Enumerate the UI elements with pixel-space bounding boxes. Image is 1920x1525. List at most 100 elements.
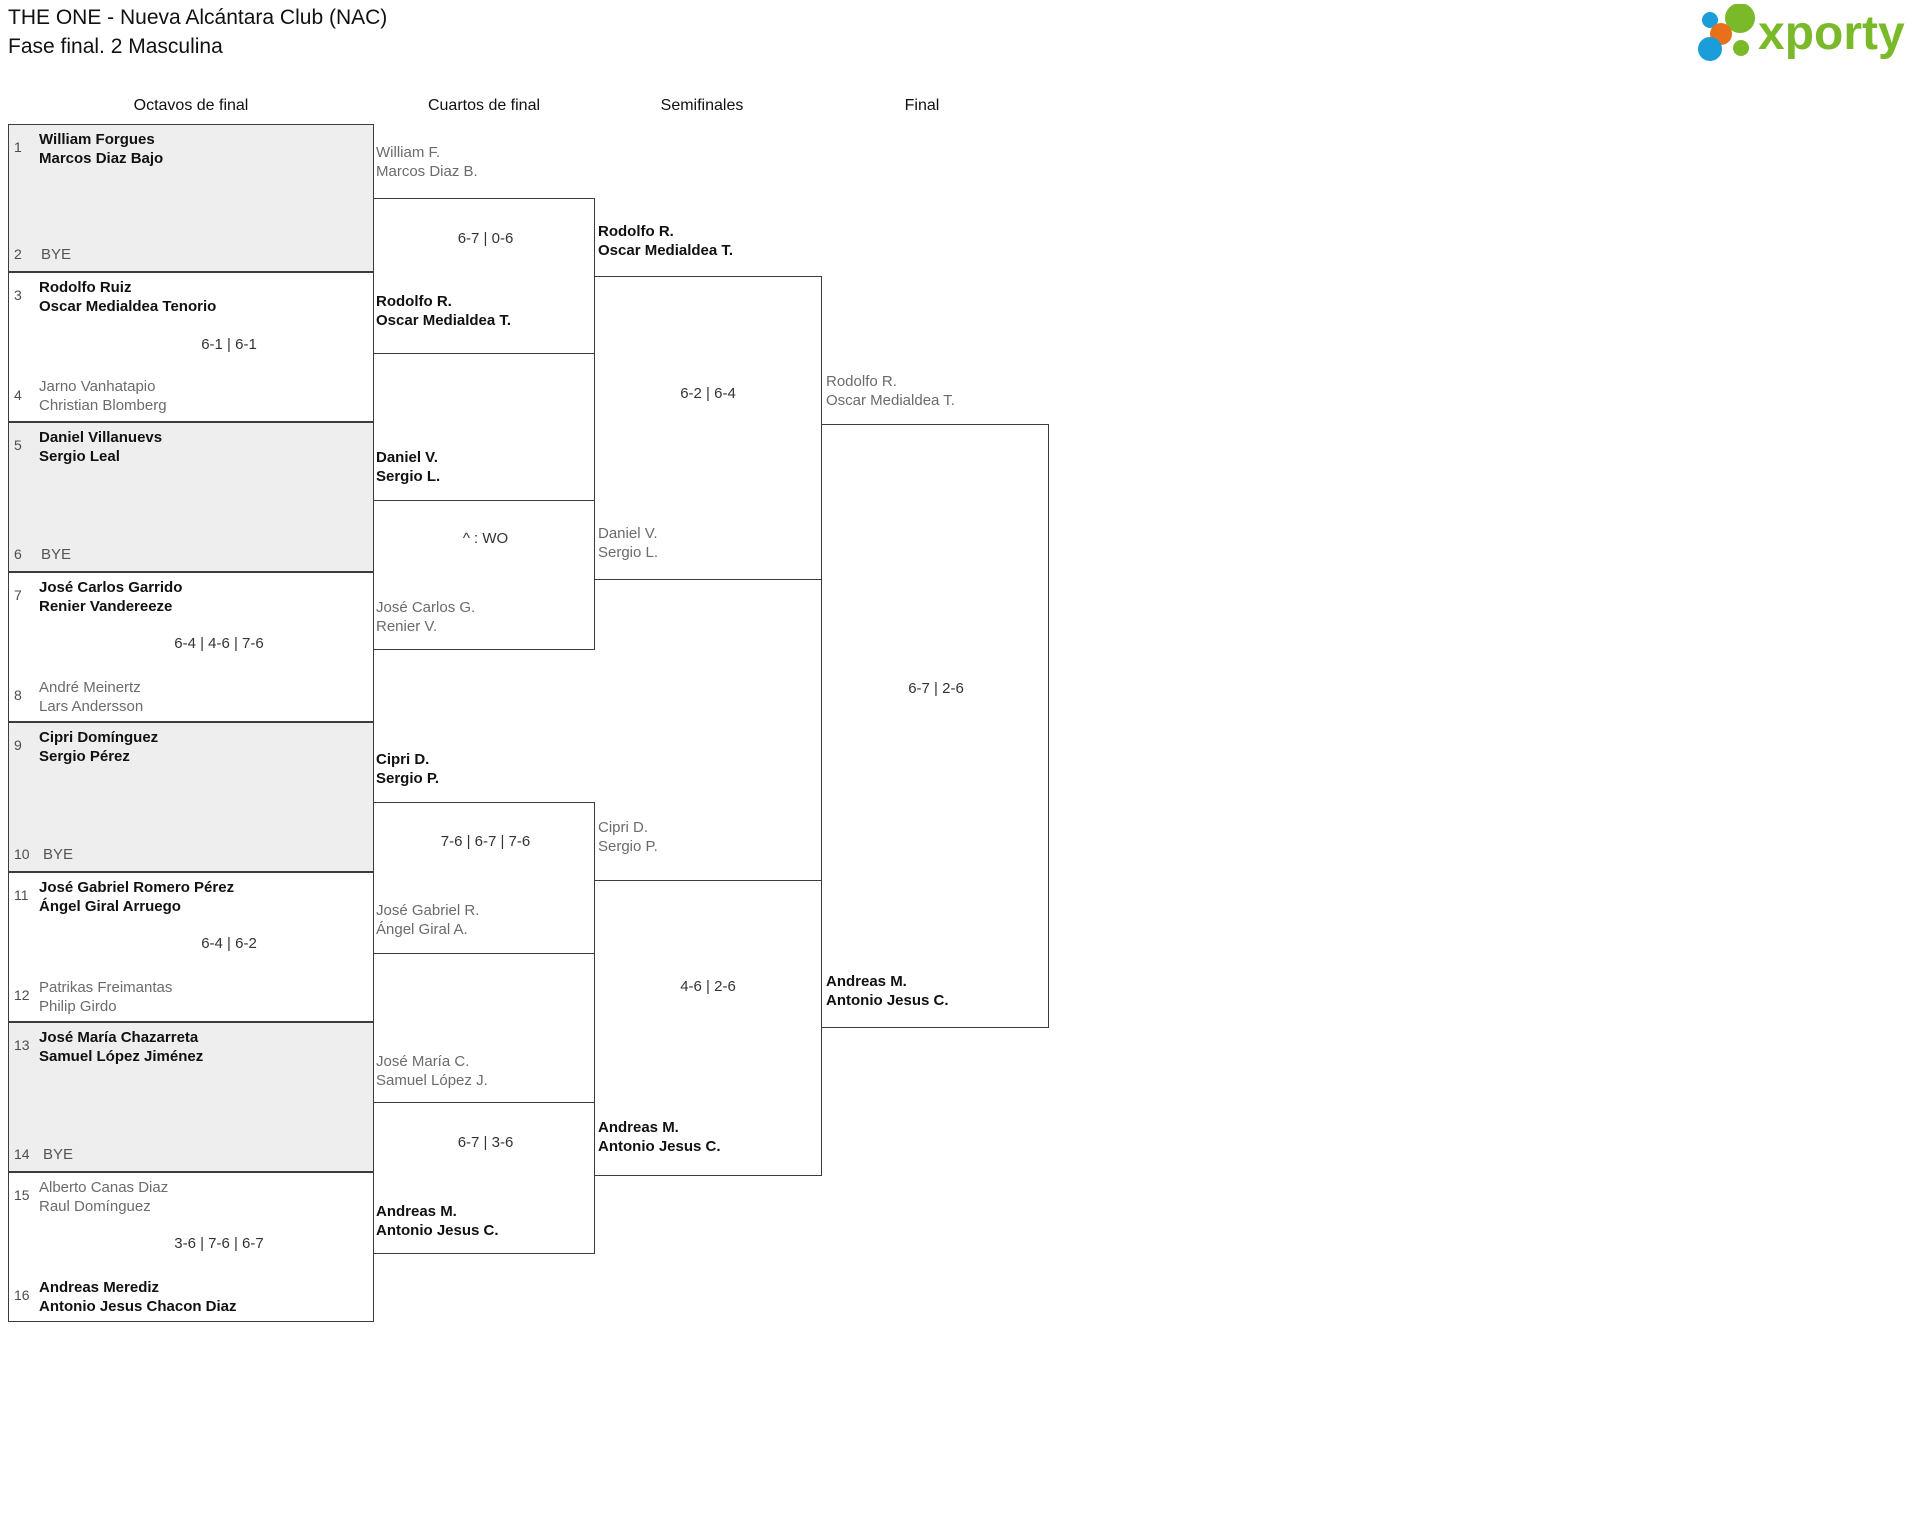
player-name: Antonio Jesus C.	[376, 1222, 499, 1239]
player-name: Rodolfo R.	[826, 373, 897, 390]
player-name: Sergio Leal	[39, 448, 120, 465]
seed-number: 8	[14, 687, 22, 703]
player-name: Rodolfo R.	[598, 223, 674, 240]
player-name: Samuel López J.	[376, 1072, 488, 1089]
xporty-logo-svg: xporty	[1698, 4, 1905, 61]
seed-number: 1	[14, 139, 22, 155]
match-score: 7-6 | 6-7 | 7-6	[440, 833, 531, 850]
r1-match-7[interactable]: 13 José María Chazarreta Samuel López Ji…	[8, 1022, 374, 1172]
seed-number: 11	[14, 887, 29, 903]
player-name: Andreas M.	[376, 1203, 457, 1220]
player-name: Samuel López Jiménez	[39, 1048, 204, 1065]
player-name: Andreas M.	[598, 1119, 679, 1136]
xporty-logo: xporty	[1696, 4, 1906, 62]
logo-dot-green-small	[1733, 40, 1749, 56]
player-name: José Gabriel R.	[376, 902, 480, 919]
seed-number: 4	[14, 387, 22, 403]
player-name: Daniel V.	[598, 525, 658, 542]
bye-label: BYE	[41, 246, 72, 263]
player-name: Oscar Medialdea Tenorio	[39, 298, 217, 315]
round-heading-final: Final	[904, 97, 940, 114]
player-name: José Carlos Garrido	[39, 579, 183, 596]
r1-match-6[interactable]: 11 José Gabriel Romero Pérez Ángel Giral…	[8, 872, 374, 1022]
qf-connector-1	[373, 198, 595, 354]
seed-number: 12	[14, 987, 30, 1003]
champion-name: Andreas M.	[826, 973, 907, 990]
player-name: José María Chazarreta	[39, 1029, 199, 1046]
match-score: 6-2 | 6-4	[680, 385, 736, 402]
match-score: 6-4 | 4-6 | 7-6	[174, 635, 264, 652]
seed-number: 5	[14, 437, 22, 453]
seed-number: 3	[14, 287, 22, 303]
seed-number: 2	[14, 246, 22, 262]
player-name: Oscar Medialdea T.	[598, 242, 734, 259]
r1-match-5[interactable]: 9 Cipri Domínguez Sergio Pérez 10 BYE	[8, 722, 374, 872]
champion-name: Antonio Jesus C.	[826, 992, 949, 1009]
player-name: Sergio P.	[376, 770, 440, 787]
player-name: Daniel V.	[376, 449, 438, 466]
r1-match-4[interactable]: 7 José Carlos Garrido Renier Vandereeze …	[8, 572, 374, 722]
match-score: 6-7 | 2-6	[908, 680, 964, 697]
logo-dot-blue-small	[1702, 12, 1718, 28]
qf-connector-4	[373, 1102, 595, 1254]
logo-dot-green-large	[1725, 4, 1755, 33]
match-score: 6-1 | 6-1	[201, 336, 257, 353]
seed-number: 9	[14, 737, 22, 753]
logo-wordmark: xporty	[1758, 7, 1905, 60]
player-name: Ángel Giral Arruego	[39, 898, 181, 915]
tournament-phase: Fase final. 2 Masculina	[8, 35, 223, 58]
player-name: Marcos Diaz B.	[376, 163, 478, 180]
match-score: 3-6 | 7-6 | 6-7	[174, 1235, 264, 1252]
player-name: Ángel Giral A.	[376, 921, 468, 938]
bye-label: BYE	[43, 1146, 74, 1163]
player-name: Andreas Merediz	[39, 1279, 160, 1296]
player-name: Lars Andersson	[39, 698, 144, 715]
bye-label: BYE	[41, 546, 72, 563]
player-name: William Forgues	[39, 131, 155, 148]
seed-number: 7	[14, 587, 22, 603]
r1-match-2[interactable]: 3 Rodolfo Ruiz Oscar Medialdea Tenorio 6…	[8, 272, 374, 422]
player-name: Patrikas Freimantas	[39, 979, 173, 996]
seed-number: 14	[14, 1146, 30, 1162]
seed-number: 6	[14, 546, 22, 562]
seed-number: 15	[14, 1187, 30, 1203]
player-name: Sergio P.	[598, 838, 658, 855]
player-name: Marcos Diaz Bajo	[39, 150, 164, 167]
player-name: Oscar Medialdea T.	[826, 392, 955, 409]
player-name: Antonio Jesus Chacon Diaz	[39, 1298, 237, 1315]
r1-match-8[interactable]: 15 Alberto Canas Diaz Raul Domínguez 3-6…	[8, 1172, 374, 1322]
logo-dot-blue-large	[1698, 37, 1722, 61]
final-connector	[821, 424, 1049, 1028]
match-score: 6-7 | 0-6	[457, 230, 514, 247]
player-name: Christian Blomberg	[39, 397, 167, 414]
player-name: Philip Girdo	[39, 998, 117, 1015]
player-name: Renier Vandereeze	[39, 598, 173, 615]
round-heading-cuartos: Cuartos de final	[427, 97, 541, 114]
qf-connector-3	[373, 802, 595, 954]
player-name: Daniel Villanuevs	[39, 429, 163, 446]
player-name: Sergio L.	[598, 544, 659, 561]
round-heading-semifinales: Semifinales	[660, 97, 744, 114]
match-score: 4-6 | 2-6	[680, 978, 736, 995]
player-name: José María C.	[376, 1053, 470, 1070]
match-score: 6-4 | 6-2	[201, 935, 257, 952]
player-name: Sergio Pérez	[39, 748, 130, 765]
player-name: Jarno Vanhatapio	[39, 378, 156, 395]
r1-match-1[interactable]: 1 William Forgues Marcos Diaz Bajo 2 BYE	[8, 124, 374, 272]
sf-connector-2	[594, 880, 822, 1176]
tournament-name: THE ONE - Nueva Alcántara Club (NAC)	[8, 6, 388, 29]
match-score: ^ : WO	[462, 530, 509, 547]
page-title: THE ONE - Nueva Alcántara Club (NAC) Fas…	[8, 3, 387, 61]
player-name: William F.	[376, 144, 441, 161]
player-name: Rodolfo Ruiz	[39, 279, 132, 296]
player-name: Cipri Domínguez	[39, 729, 159, 746]
player-name: Renier V.	[376, 618, 438, 635]
player-name: Cipri D.	[376, 751, 430, 768]
player-name: Rodolfo R.	[376, 293, 452, 310]
player-name: José Carlos G.	[376, 599, 476, 616]
player-name: Cipri D.	[598, 819, 649, 836]
player-name: Alberto Canas Diaz	[39, 1179, 169, 1196]
r1-match-3[interactable]: 5 Daniel Villanuevs Sergio Leal 6 BYE	[8, 422, 374, 572]
player-name: José Gabriel Romero Pérez	[39, 879, 235, 896]
match-score: 6-7 | 3-6	[457, 1134, 514, 1151]
